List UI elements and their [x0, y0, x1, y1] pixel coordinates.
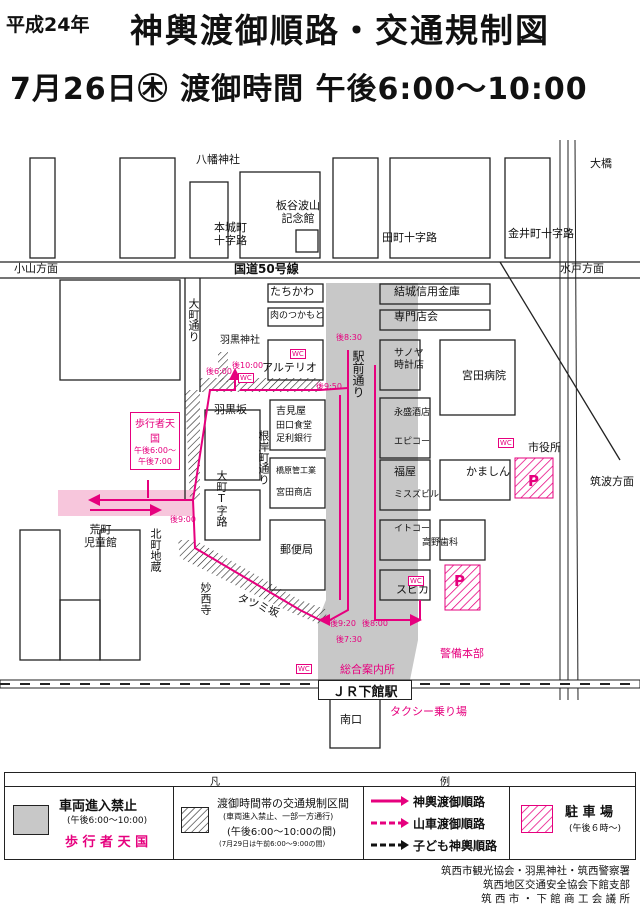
place-label: スピカ [396, 583, 429, 596]
parking-icon: P [454, 572, 465, 590]
place-label: 福屋 [394, 465, 416, 478]
place-label: 金井町十字路 [508, 227, 574, 240]
road-label: 駅前通り [351, 350, 365, 398]
place-label: 高野歯科 [422, 538, 459, 548]
place-label: 総合案内所 [340, 663, 395, 676]
road-label: 根岸町通り [257, 430, 270, 485]
place-label: 大町T字路 [215, 470, 228, 527]
place-label: 羽黒神社 [220, 335, 260, 346]
place-label: 宮田商店 [276, 488, 313, 498]
page-title: 神輿渡御順路・交通規制図 [130, 11, 550, 50]
direction-label: 水戸方面 [560, 262, 604, 275]
place-label: タクシー乗り場 [390, 705, 467, 718]
place-label: 北町地蔵 [149, 528, 162, 572]
time-label: 後9:20 [330, 619, 356, 628]
wc-icon: WC [408, 576, 424, 586]
wc-icon: WC [238, 373, 254, 383]
time-label: 後7:30 [336, 635, 362, 644]
date-line: 7月26日㊍ 渡御時間 午後6:00〜10:00 [10, 72, 588, 107]
place-label: 大橋 [590, 157, 612, 170]
place-label: 専門店会 [394, 310, 438, 323]
credit-line: 筑西市観光協会・羽黒神社・筑西警察署 [441, 865, 630, 877]
place-label: 本城町十字路 [214, 221, 247, 247]
place-label: たちかわ [270, 285, 314, 298]
place-label: 結城信用金庫 [394, 285, 460, 298]
place-label: サノヤ時計店 [394, 348, 424, 371]
road-label: 国道50号線 [234, 262, 299, 276]
place-label: かましん [466, 465, 510, 478]
place-label: 足利銀行 [276, 434, 313, 444]
place-label: 妙西寺 [199, 582, 212, 615]
place-label: 荒町児童館 [84, 523, 117, 549]
pedestrian-zone-label: 歩行者天国午後6:00〜午後7:00 [130, 412, 180, 470]
place-label: エピコー [394, 437, 431, 447]
legend-title: 凡 例 [5, 773, 635, 788]
header-year: 平成24年 [6, 14, 90, 36]
route-map: 八幡神社 板谷波山記念館 本城町十字路 田町十字路 金井町十字路 大橋 小山方面… [0, 140, 640, 770]
place-label: 吉見屋 [276, 406, 306, 417]
place-label: ミスズビル [394, 490, 440, 500]
direction-label: 小山方面 [14, 262, 58, 275]
place-label: 市役所 [528, 441, 561, 454]
place-label: 警備本部 [440, 647, 484, 660]
time-label: 後6:00 [206, 367, 232, 376]
time-label: 後8:30 [336, 333, 362, 342]
place-label: アルテリオ [262, 361, 317, 374]
legend: 凡 例 車両進入禁止 (午後6:00〜10:00) 歩 行 者 天 国 渡御時間… [4, 772, 636, 860]
place-label: 南口 [340, 713, 362, 726]
credit-line: 筑 西 市 ・ 下 館 商 工 会 議 所 [481, 893, 630, 905]
credit-line: 筑西地区交通安全協会下館支部 [483, 879, 630, 891]
place-label: 羽黒坂 [214, 403, 247, 416]
place-label: 永盛酒店 [394, 408, 431, 418]
place-label: 宮田病院 [462, 369, 506, 382]
legend-parking: 駐 車 場 (午後６時〜) [509, 787, 635, 859]
time-label: 後10:00 [232, 361, 264, 370]
place-label: 八幡神社 [196, 153, 240, 166]
place-label: イトコー [394, 524, 431, 534]
time-label: 後8:00 [362, 619, 388, 628]
place-label: 田口食堂 [276, 421, 313, 431]
time-label: 後9:00 [170, 515, 196, 524]
place-label: 板谷波山記念館 [276, 199, 320, 225]
legend-routes: 神輿渡御順路 山車渡御順路 子ども神輿順路 [363, 787, 510, 859]
wc-icon: WC [296, 664, 312, 674]
place-label: 郵便局 [280, 543, 313, 556]
legend-restrict: 渡御時間帯の交通規制区間 (車両進入禁止、一部一方通行) (午後6:00〜10:… [173, 787, 364, 859]
wc-icon: WC [290, 349, 306, 359]
place-label: 肉のつかもと [270, 311, 324, 321]
station-label: ＪＲ下館駅 [318, 680, 412, 700]
wc-icon: WC [498, 438, 514, 448]
place-label: 田町十字路 [382, 231, 437, 244]
road-label: 大町通り [187, 298, 200, 342]
legend-no-entry: 車両進入禁止 (午後6:00〜10:00) 歩 行 者 天 国 [5, 787, 174, 859]
parking-icon: P [528, 472, 539, 490]
direction-label: 筑波方面 [590, 475, 634, 488]
place-label: 橋原管工業 [276, 466, 316, 475]
time-label: 後9:50 [316, 382, 342, 391]
